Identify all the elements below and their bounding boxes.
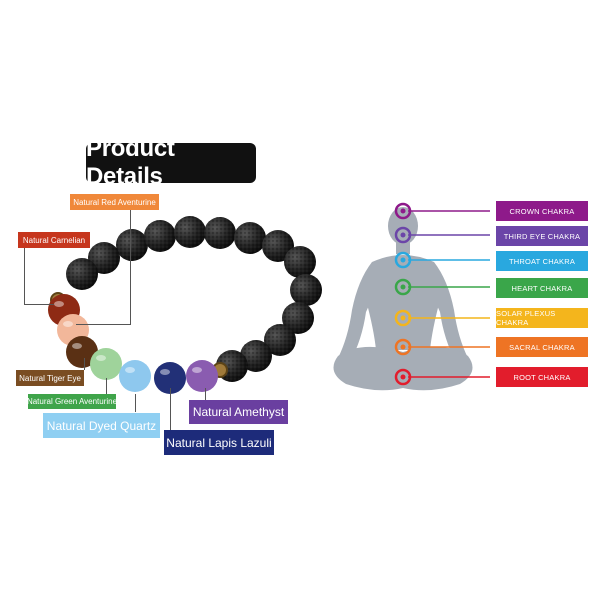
- lava-bead-texture: [262, 230, 294, 262]
- connector-line: [170, 388, 171, 430]
- chakra-symbol-icon: [394, 278, 412, 296]
- chakra-symbol-icon: [394, 226, 412, 244]
- label-carnelian: Natural Carnelian: [18, 232, 90, 248]
- chakra-symbol-center: [400, 232, 406, 238]
- connector-line: [24, 304, 54, 305]
- connector-line: [130, 210, 131, 325]
- label-red-aventurine: Natural Red Aventurine: [70, 194, 159, 210]
- connector-line: [205, 388, 206, 400]
- chakra-throat-label: THROAT CHAKRA: [496, 251, 588, 271]
- lava-bead-texture: [240, 340, 272, 372]
- gem-bead: [186, 360, 218, 392]
- gem-highlight: [192, 367, 202, 373]
- gem-bead: [154, 362, 186, 394]
- gem-highlight: [125, 367, 135, 373]
- gem-bead: [90, 348, 122, 380]
- lava-bead-texture: [204, 217, 236, 249]
- chakra-symbol-icon: [394, 309, 412, 327]
- chakra-symbol-center: [400, 208, 406, 214]
- chakra-crown-label: CROWN CHAKRA: [496, 201, 588, 221]
- gem-beads: [48, 292, 228, 394]
- chakra-symbol-icon: [394, 338, 412, 356]
- chakra-symbol-center: [400, 315, 406, 321]
- connector-line: [76, 324, 131, 325]
- lava-bead-texture: [284, 246, 316, 278]
- lava-bead-texture: [234, 222, 266, 254]
- gem-highlight: [72, 343, 82, 349]
- lava-bead-texture: [290, 274, 322, 306]
- connector-line: [84, 358, 85, 370]
- chakra-symbol-icon: [394, 251, 412, 269]
- gem-highlight: [54, 301, 64, 307]
- chakra-heart-label: HEART CHAKRA: [496, 278, 588, 298]
- lava-bead-texture: [144, 220, 176, 252]
- chakra-symbol-center: [400, 344, 406, 350]
- label-dyed-quartz: Natural Dyed Quartz: [43, 413, 160, 438]
- lava-bead-texture: [66, 258, 98, 290]
- chakra-third-eye-label: THIRD EYE CHAKRA: [496, 226, 588, 246]
- connector-line: [135, 394, 136, 412]
- chakra-symbol-center: [400, 374, 406, 380]
- lava-bead-texture: [264, 324, 296, 356]
- label-amethyst: Natural Amethyst: [189, 400, 288, 424]
- lava-bead-texture: [282, 302, 314, 334]
- lava-bead-texture: [174, 216, 206, 248]
- gem-highlight: [160, 369, 170, 375]
- chakra-solar-plexus-label: SOLAR PLEXUS CHAKRA: [496, 308, 588, 328]
- silhouette: [333, 207, 473, 391]
- lava-bead-texture: [88, 242, 120, 274]
- label-green-aventurine: Natural Green Aventurine: [27, 394, 117, 409]
- gem-highlight: [63, 321, 73, 327]
- gem-bead: [119, 360, 151, 392]
- chakra-sacral-label: SACRAL CHAKRA: [496, 337, 588, 357]
- chakra-symbol-center: [400, 284, 406, 290]
- connector-line: [24, 248, 25, 304]
- label-lapis-lazuli: Natural Lapis Lazuli: [164, 430, 274, 455]
- chakra-root-label: ROOT CHAKRA: [496, 367, 588, 387]
- connector-line: [106, 378, 107, 394]
- chakra-symbol-center: [400, 257, 406, 263]
- lava-bead-texture: [116, 229, 148, 261]
- gem-highlight: [96, 355, 106, 361]
- chakra-symbol-icon: [394, 202, 412, 220]
- label-tiger-eye: Natural Tiger Eye: [16, 370, 84, 386]
- chakra-symbol-icon: [394, 368, 412, 386]
- gem-bead: [66, 336, 98, 368]
